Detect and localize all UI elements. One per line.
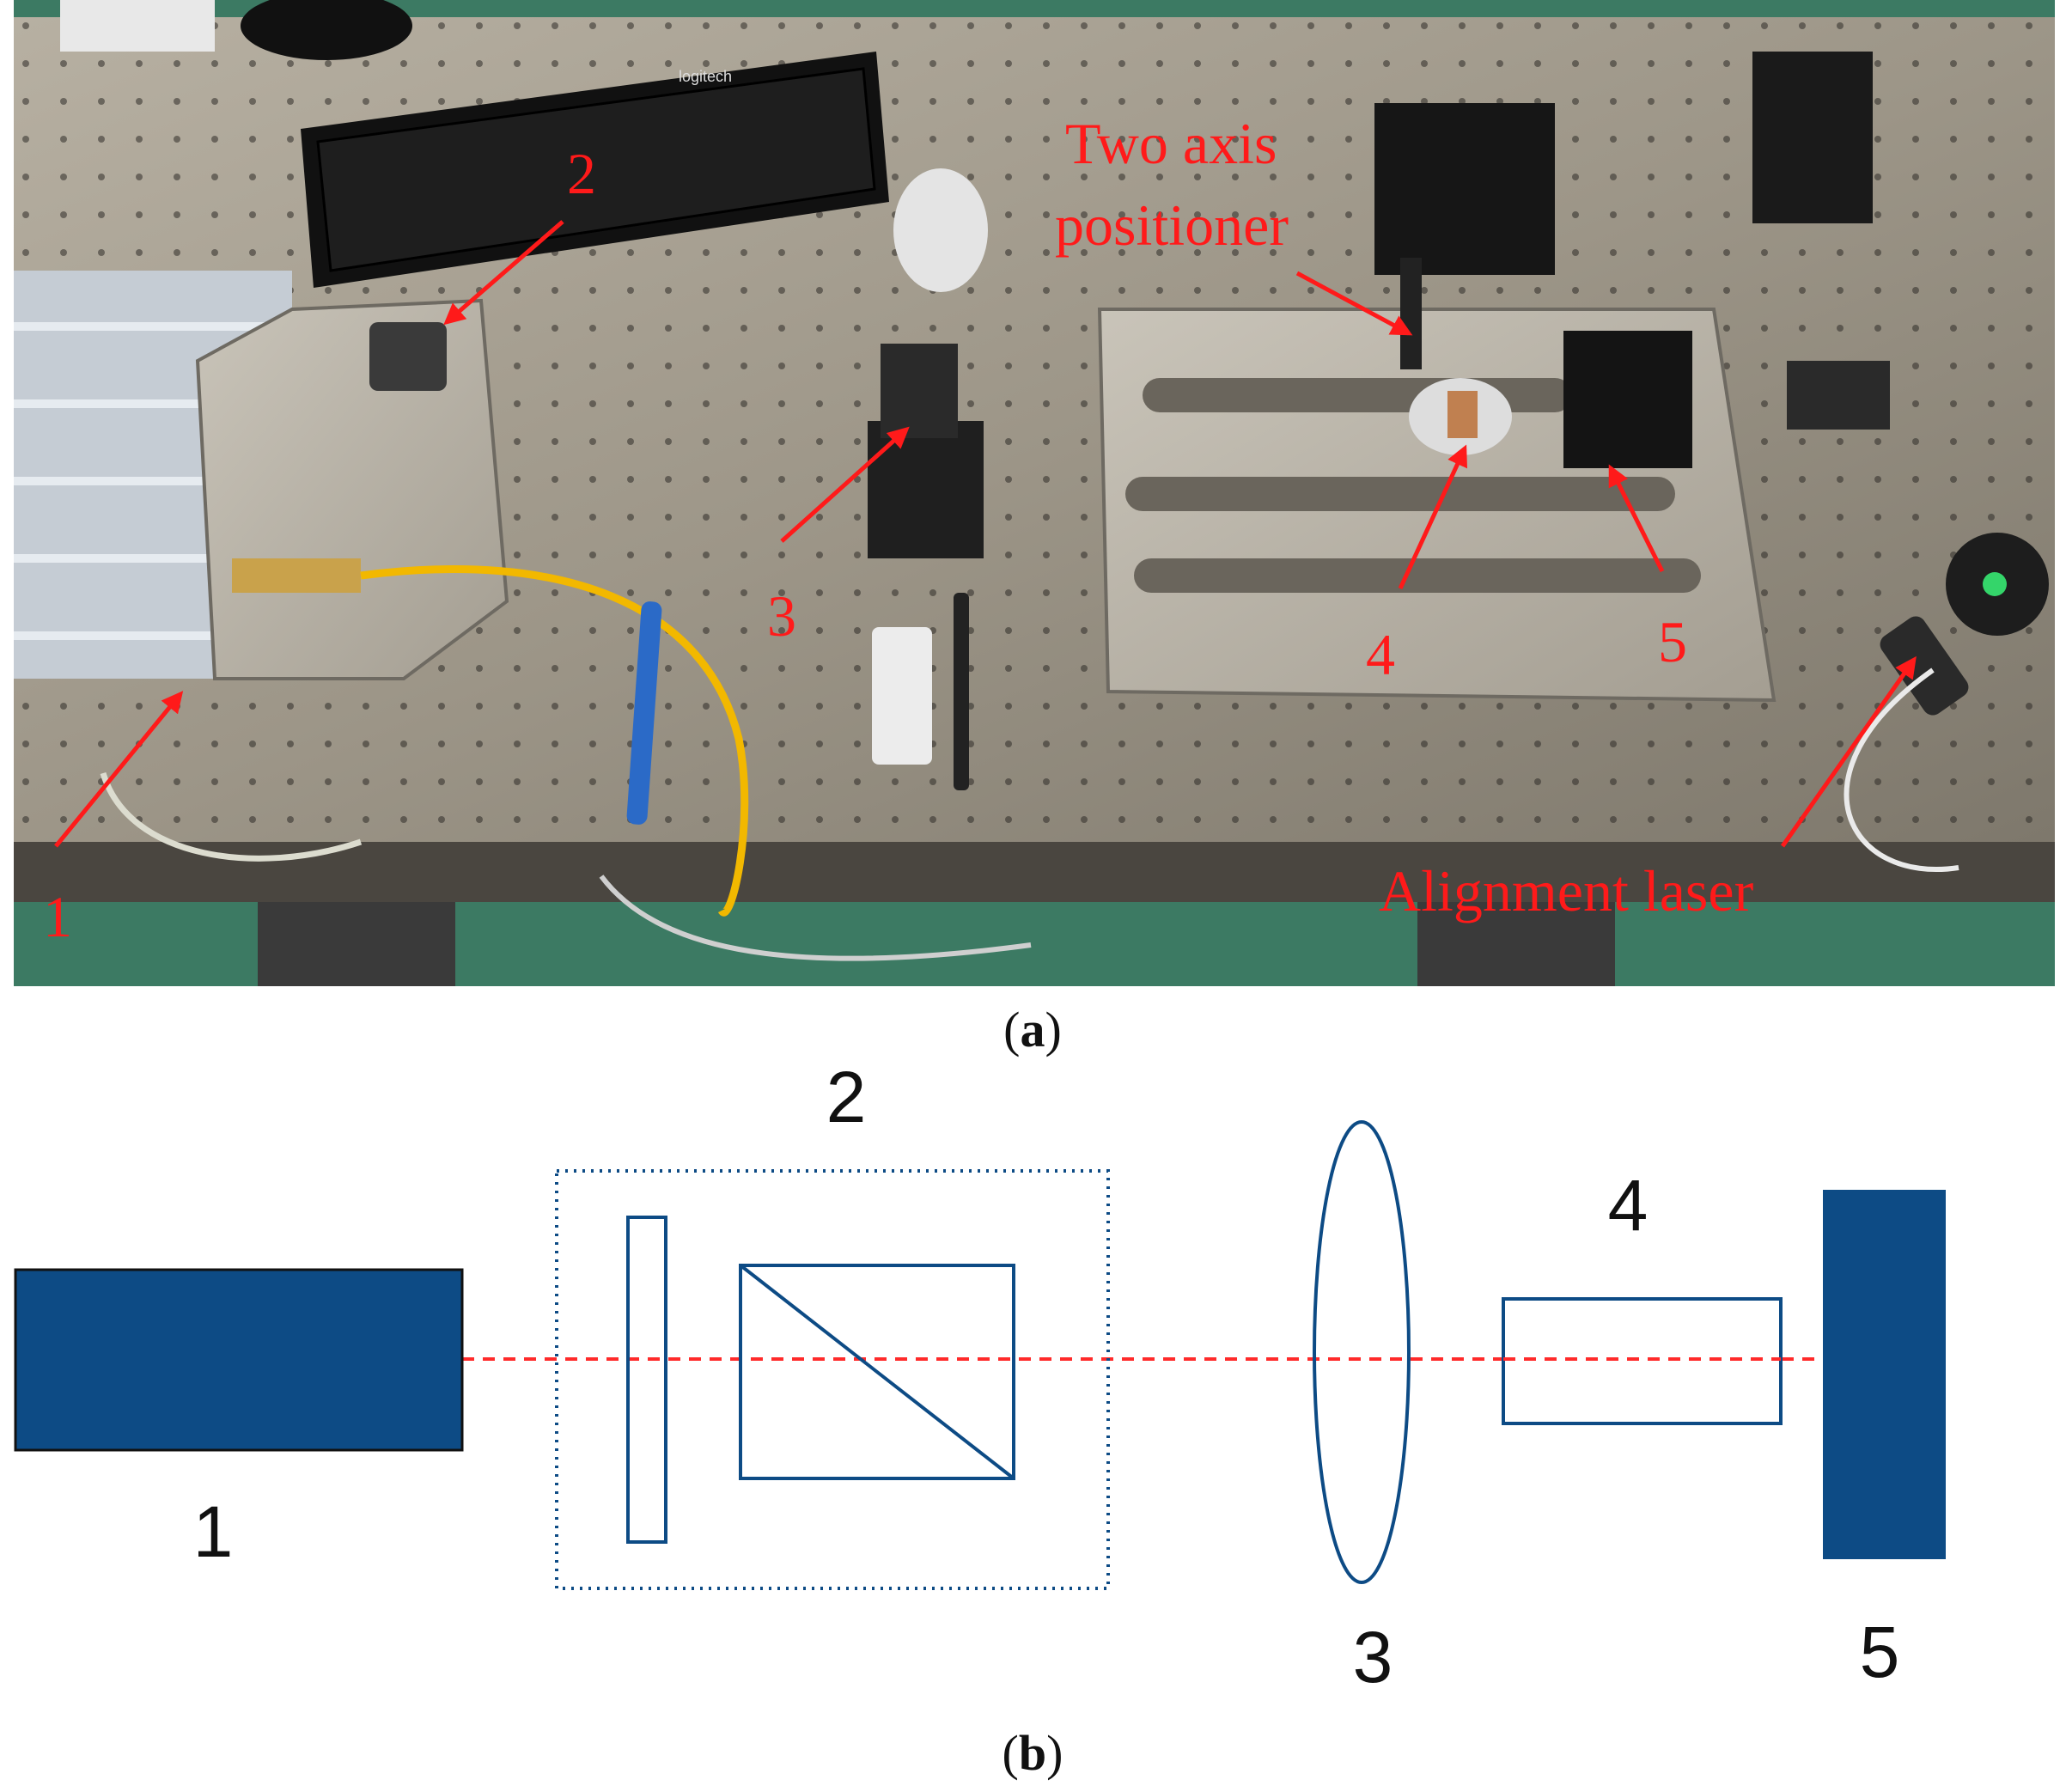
crystal xyxy=(1447,391,1478,438)
positioner-label-line1: Two axis xyxy=(1065,111,1277,176)
mouse xyxy=(893,168,988,292)
fiber-connector xyxy=(232,558,361,593)
photo-label-4: 4 xyxy=(1366,622,1395,687)
schematic-label-2: 2 xyxy=(826,1057,867,1137)
keyboard-brand: logitech xyxy=(679,68,732,85)
schematic-label-3: 3 xyxy=(1353,1617,1393,1698)
cable xyxy=(1844,667,1959,872)
keyboard: logitech xyxy=(301,52,889,288)
positioner xyxy=(1374,103,1555,275)
mirror-mount xyxy=(1787,361,1890,430)
table-leg xyxy=(1417,902,1615,986)
remote-control xyxy=(872,627,932,765)
marker-pen xyxy=(954,593,969,790)
lens-3 xyxy=(1313,1120,1411,1584)
panel-b-schematic: 1 2 3 4 5 xyxy=(14,1057,1946,1698)
photo-label-5: 5 xyxy=(1658,609,1687,674)
arrow-positioner xyxy=(1295,271,1413,336)
optics-plate-2 xyxy=(195,298,509,680)
arrow-4 xyxy=(1398,444,1467,590)
detector-box xyxy=(1563,331,1692,468)
table-leg xyxy=(258,902,455,986)
arrow-alignment-laser xyxy=(1780,655,1917,848)
panel-a-photo: logitech xyxy=(14,0,2055,986)
cable xyxy=(599,875,1032,961)
schematic-label-5: 5 xyxy=(1860,1612,1900,1692)
cable xyxy=(100,771,363,862)
positioner-arm xyxy=(1400,258,1422,369)
caption-b: (b) xyxy=(1003,1725,1063,1781)
fiber-cable xyxy=(360,565,749,917)
lens-mount-base xyxy=(868,421,984,558)
arrow-5 xyxy=(1608,464,1665,573)
detector-5 xyxy=(1823,1190,1946,1559)
crystal-4 xyxy=(1502,1297,1783,1425)
table-edge xyxy=(14,842,2055,902)
monitor xyxy=(60,0,215,52)
photo-label-2: 2 xyxy=(567,141,596,206)
caption-a: (a) xyxy=(1003,1002,1062,1058)
arrow-2 xyxy=(443,220,564,326)
stage-slot xyxy=(1134,558,1701,593)
prism-mount xyxy=(369,322,447,391)
monitor-base xyxy=(241,0,412,60)
waveplate xyxy=(626,1216,667,1544)
cube-diagonal xyxy=(739,1264,1015,1480)
screwdriver xyxy=(626,601,662,825)
rotation-mount xyxy=(1752,52,1873,223)
alignment-laser-body xyxy=(1880,616,1969,716)
schematic-label-4: 4 xyxy=(1608,1165,1649,1246)
positioner-label-line2: positioner xyxy=(1055,192,1289,258)
polarizing-cube xyxy=(739,1264,1015,1480)
laser-block-1 xyxy=(14,1268,464,1452)
arrow-3 xyxy=(780,426,910,543)
stage-slot xyxy=(1125,477,1675,511)
schematic-label-1: 1 xyxy=(193,1491,234,1572)
photo-label-1: 1 xyxy=(43,884,72,949)
photo-label-3: 3 xyxy=(767,583,796,649)
polarizer-group-box xyxy=(555,1169,1110,1590)
lens-mount-post xyxy=(881,344,958,438)
alignment-laser-beam xyxy=(1983,572,2007,596)
arrow-1 xyxy=(54,691,184,848)
alignment-laser-label: Alignment laser xyxy=(1379,858,1754,923)
